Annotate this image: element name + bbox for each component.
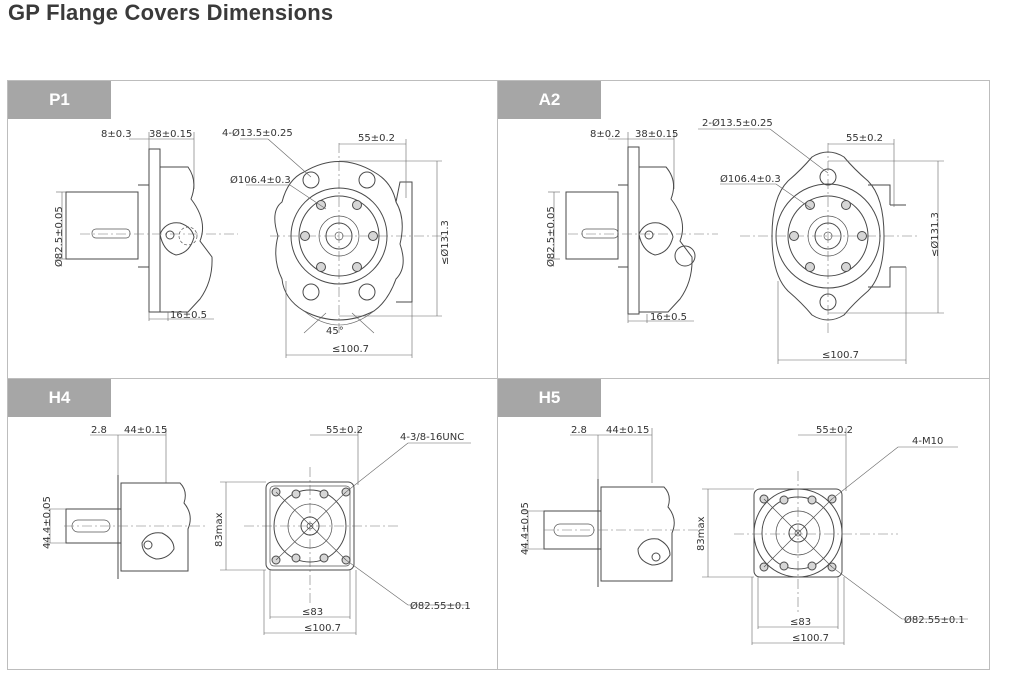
dim-pilot-dia: Ø82.55±0.1	[410, 600, 471, 612]
dim-angle: 45°	[326, 326, 344, 337]
side-view	[56, 132, 238, 321]
dim-top-right: 55±0.2	[846, 133, 883, 144]
dim-left-dia: Ø82.5±0.05	[53, 206, 65, 267]
panel-h5: H5 2.8 44±0.15 44.4±0.05	[498, 379, 989, 669]
front-view	[698, 128, 944, 364]
dim-bolt-circle: Ø106.4±0.3	[720, 173, 781, 185]
side-view	[44, 428, 208, 579]
a2-drawing: 8±0.2 38±0.15 Ø82.5±0.05 16±0.5	[545, 117, 944, 364]
dim-height: 83max	[214, 512, 225, 547]
panel-label: A2	[498, 81, 601, 119]
side-view	[548, 132, 718, 323]
dim-pilot-dia: Ø82.55±0.1	[904, 614, 965, 626]
dim-right-dia: ≤Ø131.3	[439, 220, 451, 265]
front-view	[240, 138, 448, 358]
dim-top-left: 2.8	[571, 425, 587, 436]
dim-height: 83max	[696, 516, 707, 551]
dim-top-mid: 44±0.15	[124, 425, 167, 436]
dim-top-right: 55±0.2	[816, 425, 853, 436]
dim-top-right: 55±0.2	[358, 133, 395, 144]
drawing-grid	[7, 80, 990, 670]
dim-holes: 4-3/8-16UNC	[400, 432, 464, 443]
dim-top-right: 55±0.2	[326, 425, 363, 436]
dim-top-mid: 38±0.15	[635, 129, 678, 140]
dim-left-dia: 44.4±0.05	[42, 496, 53, 549]
dim-top-mid: 44±0.15	[606, 425, 649, 436]
dim-right-dia: ≤Ø131.3	[929, 212, 941, 257]
dim-top-mid: 38±0.15	[149, 129, 192, 140]
h5-drawing: 2.8 44±0.15 44.4±0.05	[520, 425, 968, 645]
panel-label: H5	[498, 379, 601, 417]
dim-holes: 4-M10	[912, 436, 943, 447]
dim-bottom-width: ≤100.7	[304, 623, 341, 634]
panel-label: H4	[8, 379, 111, 417]
dim-inner-width: ≤83	[302, 607, 323, 618]
dim-top-left: 8±0.3	[101, 129, 132, 140]
h4-drawing: 2.8 44±0.15 44.4±0.05	[42, 425, 471, 635]
dim-top-left: 2.8	[91, 425, 107, 436]
p1-drawing: 8±0.3 38±0.15 Ø82.5±0.05 16±0.5	[53, 127, 451, 358]
dim-bottom-width: ≤100.7	[822, 350, 859, 361]
dim-top-left: 8±0.2	[590, 129, 621, 140]
side-view	[522, 428, 698, 587]
dim-holes: 2-Ø13.5±0.25	[702, 117, 773, 129]
front-view	[220, 428, 471, 635]
panel-h4: H4 2.8 44±0.15 44.4±0.05	[8, 379, 497, 669]
page-title: GP Flange Covers Dimensions	[8, 0, 334, 25]
dim-bottom-width: ≤100.7	[332, 344, 369, 355]
front-view	[702, 428, 968, 645]
dim-left-dia: Ø82.5±0.05	[545, 206, 557, 267]
panel-a2: A2 8±0.2 38±0.15 Ø82.5±0.05 16±	[498, 81, 989, 378]
dim-holes: 4-Ø13.5±0.25	[222, 127, 293, 139]
dim-bottom-left: 16±0.5	[650, 312, 687, 323]
grid-divider-horizontal	[7, 378, 990, 379]
dim-bottom-left: 16±0.5	[170, 310, 207, 321]
dim-bottom-width: ≤100.7	[792, 633, 829, 644]
dim-left-dia: 44.4±0.05	[520, 502, 531, 555]
panel-label: P1	[8, 81, 111, 119]
panel-p1: P1 8±0.3 38±0.15 Ø82.5±0.05	[8, 81, 497, 378]
dim-bolt-circle: Ø106.4±0.3	[230, 174, 291, 186]
grid-divider-vertical	[497, 80, 498, 670]
dim-inner-width: ≤83	[790, 617, 811, 628]
